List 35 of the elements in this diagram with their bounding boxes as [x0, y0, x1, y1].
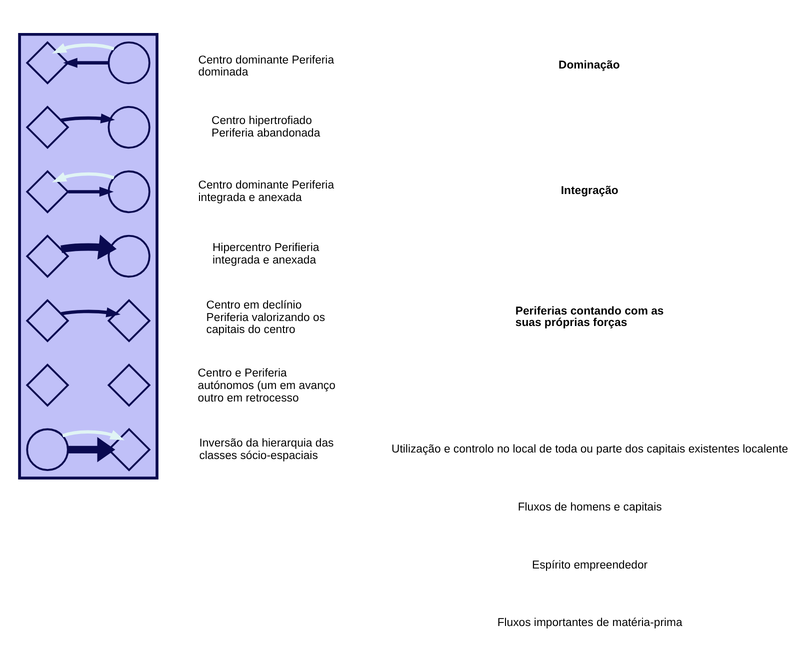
- label: Centro em declínio Periferia valorizando os capitais do centro: [206, 298, 326, 336]
- label: Integração: [560, 184, 618, 196]
- node-circle: [108, 170, 150, 213]
- arrow: [52, 42, 114, 53]
- label: Centro dominante Periferia integrada e anexada: [198, 179, 334, 204]
- node-circle: [26, 428, 69, 470]
- arrow: [68, 186, 114, 196]
- node-diamond: [26, 234, 70, 278]
- node-diamond: [26, 105, 70, 149]
- node-diamond: [26, 298, 70, 342]
- arrow: [52, 172, 114, 182]
- node-circle: [108, 105, 150, 148]
- label: Periferias contando com as suas próprias forças: [515, 305, 664, 329]
- node-diamond: [107, 298, 151, 342]
- arrow: [62, 430, 124, 440]
- label: Centro e Periferia autónomos (um em avanço outro em retrocesso: [198, 367, 336, 404]
- node-circle: [108, 40, 150, 84]
- arrow: [60, 112, 115, 123]
- legend-label: Fluxos de homens e capitais: [518, 500, 662, 513]
- label: Dominação: [558, 59, 620, 72]
- node-diamond: [26, 362, 70, 406]
- label: Centro hipertrofiado Periferia abandonada: [212, 114, 320, 139]
- node-circle: [108, 234, 150, 278]
- legend-label: Utilização e controlo no local de toda ou parte dos capitais existentes localente: [392, 443, 788, 456]
- arrow: [60, 306, 121, 317]
- legend-label: Espírito empreendedor: [532, 558, 648, 571]
- node-diamond: [107, 362, 151, 406]
- cluster: [18, 32, 158, 479]
- label: Centro dominante Periferia dominada: [198, 54, 334, 78]
- arrow: [68, 436, 116, 462]
- arrow: [63, 57, 109, 68]
- label: Hipercentro Perifieria integrada e anexada: [212, 242, 320, 266]
- arrow: [60, 234, 117, 260]
- label: Inversão da hierarquia das classes sócio-espaciais: [199, 436, 334, 462]
- legend-label: Fluxos importantes de matéria-prima: [497, 616, 682, 629]
